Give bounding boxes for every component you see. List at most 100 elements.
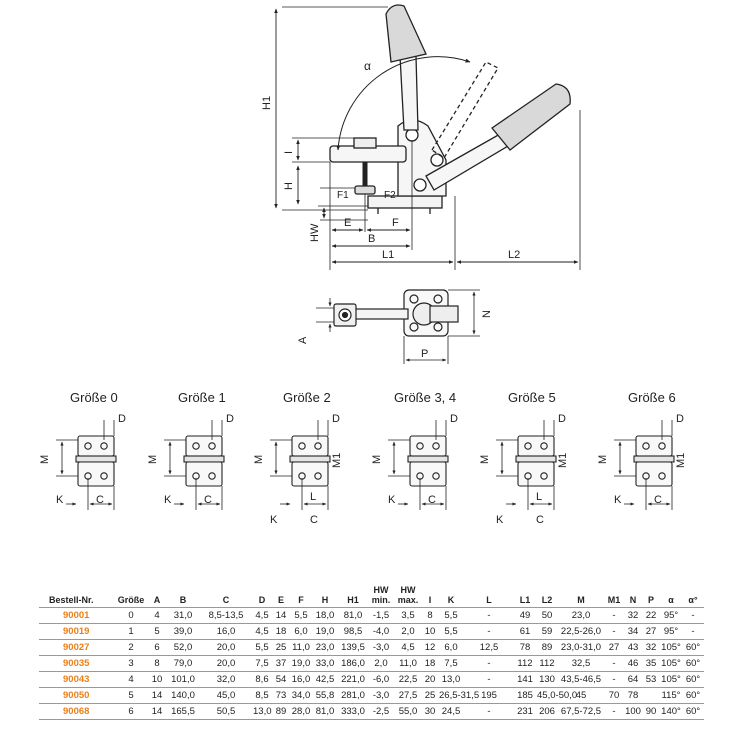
table-cell: 20 <box>422 671 438 688</box>
technical-drawing: H1 I H HW E F B L1 L2 α F1 F2 <box>39 4 687 526</box>
table-cell: 27 <box>604 639 624 656</box>
size-3-dim-d: D <box>450 413 458 425</box>
table-cell: 140° <box>660 703 682 720</box>
table-cell: 165,5 <box>166 703 200 720</box>
table-cell: - <box>604 607 624 624</box>
table-cell: 2 <box>114 639 148 656</box>
table-cell: 50 <box>536 607 558 624</box>
table-cell: 70 <box>604 687 624 704</box>
size-0-dim-c: C <box>96 494 104 506</box>
table-cell: 2,0 <box>368 655 394 672</box>
dim-L2: L2 <box>508 249 520 261</box>
table-cell: 6,0 <box>290 623 312 640</box>
table-cell: 101,0 <box>166 671 200 688</box>
table-cell: 33,0 <box>312 655 338 672</box>
size-plate-3 <box>388 420 449 510</box>
table-cell: 64 <box>624 671 642 688</box>
dim-B: B <box>368 233 375 245</box>
dim-E: E <box>344 217 351 229</box>
table-cell: 206 <box>536 703 558 720</box>
table-cell: 60° <box>682 703 704 720</box>
size-2-dim-m: M <box>253 455 265 464</box>
table-cell: 4 <box>114 671 148 688</box>
table-cell: 25 <box>272 639 290 656</box>
table-cell: - <box>682 607 704 624</box>
table-cell: -4,0 <box>368 623 394 640</box>
size-1-dim-k: K <box>164 494 172 506</box>
table-cell: 19,0 <box>312 623 338 640</box>
pressure-pad <box>354 185 376 195</box>
table-cell: 89 <box>536 639 558 656</box>
table-cell: 8,6 <box>252 671 272 688</box>
size-plate-0 <box>56 420 117 510</box>
table-cell: 5 <box>148 623 166 640</box>
table-cell: 16,0 <box>200 623 252 640</box>
size-label-0: Größe 0 <box>70 390 118 405</box>
table-cell: 34,0 <box>290 687 312 704</box>
table-cell: 100 <box>624 703 642 720</box>
table-cell: 13,0 <box>252 703 272 720</box>
table-cell: 13,0 <box>438 671 464 688</box>
size-2-dim-m1: M1 <box>331 453 343 468</box>
table-cell: 50,5 <box>200 703 252 720</box>
table-cell: 10 <box>148 671 166 688</box>
order-number-cell: 90043 <box>39 671 114 688</box>
table-cell: - <box>464 703 514 720</box>
table-cell: 12,5 <box>464 639 514 656</box>
size-3-dim-c: C <box>428 494 436 506</box>
column-header: M1 <box>604 583 624 608</box>
size-plate-1 <box>164 420 225 510</box>
table-cell: 35 <box>642 655 660 672</box>
table-cell: 10 <box>422 623 438 640</box>
table-cell: 18 <box>422 655 438 672</box>
size-4-dim-k: K <box>496 514 504 526</box>
table-cell: 42,5 <box>312 671 338 688</box>
table-cell: -6,0 <box>368 671 394 688</box>
column-header: N <box>624 583 642 608</box>
table-cell: - <box>604 703 624 720</box>
column-header: L2 <box>536 583 558 608</box>
table-cell: 105° <box>660 639 682 656</box>
table-cell: 22,5-26,0 <box>558 623 604 640</box>
table-cell: 39,0 <box>166 623 200 640</box>
column-header: A <box>148 583 166 608</box>
size-plate-5 <box>614 420 675 510</box>
table-cell: 4,5 <box>394 639 422 656</box>
table-cell: -3,0 <box>368 639 394 656</box>
dim-I: I <box>283 151 295 154</box>
table-cell: 8,5 <box>252 687 272 704</box>
table-cell: 95° <box>660 607 682 624</box>
column-header: M <box>558 583 604 608</box>
table-cell: 6 <box>148 639 166 656</box>
column-header: HW min. <box>368 583 394 608</box>
column-header: Größe <box>114 583 148 608</box>
size-5-dim-k: K <box>614 494 622 506</box>
table-cell: 30 <box>422 703 438 720</box>
table-cell: 28,0 <box>290 703 312 720</box>
table-cell: 49 <box>514 607 536 624</box>
table-cell: 18,0 <box>312 607 338 624</box>
size-1-dim-m: M <box>147 455 159 464</box>
force-F2: F2 <box>384 190 396 201</box>
dim-N: N <box>481 310 493 318</box>
table-cell: 7,5 <box>438 655 464 672</box>
table-cell: 18 <box>272 623 290 640</box>
column-header: C <box>200 583 252 608</box>
table-cell: 186,0 <box>338 655 368 672</box>
column-header: Bestell-Nr. <box>39 583 114 608</box>
table-cell: 90 <box>642 703 660 720</box>
table-cell: 1 <box>114 623 148 640</box>
base-plate <box>367 195 443 209</box>
table-cell: 54 <box>272 671 290 688</box>
table-cell: - <box>464 623 514 640</box>
table-cell: 185 <box>514 687 536 704</box>
table-cell: 26,5-31,5 <box>438 687 479 704</box>
table-cell: 32 <box>624 607 642 624</box>
table-cell: 60° <box>682 655 704 672</box>
table-cell: 78 <box>624 687 642 704</box>
column-header: L1 <box>514 583 536 608</box>
